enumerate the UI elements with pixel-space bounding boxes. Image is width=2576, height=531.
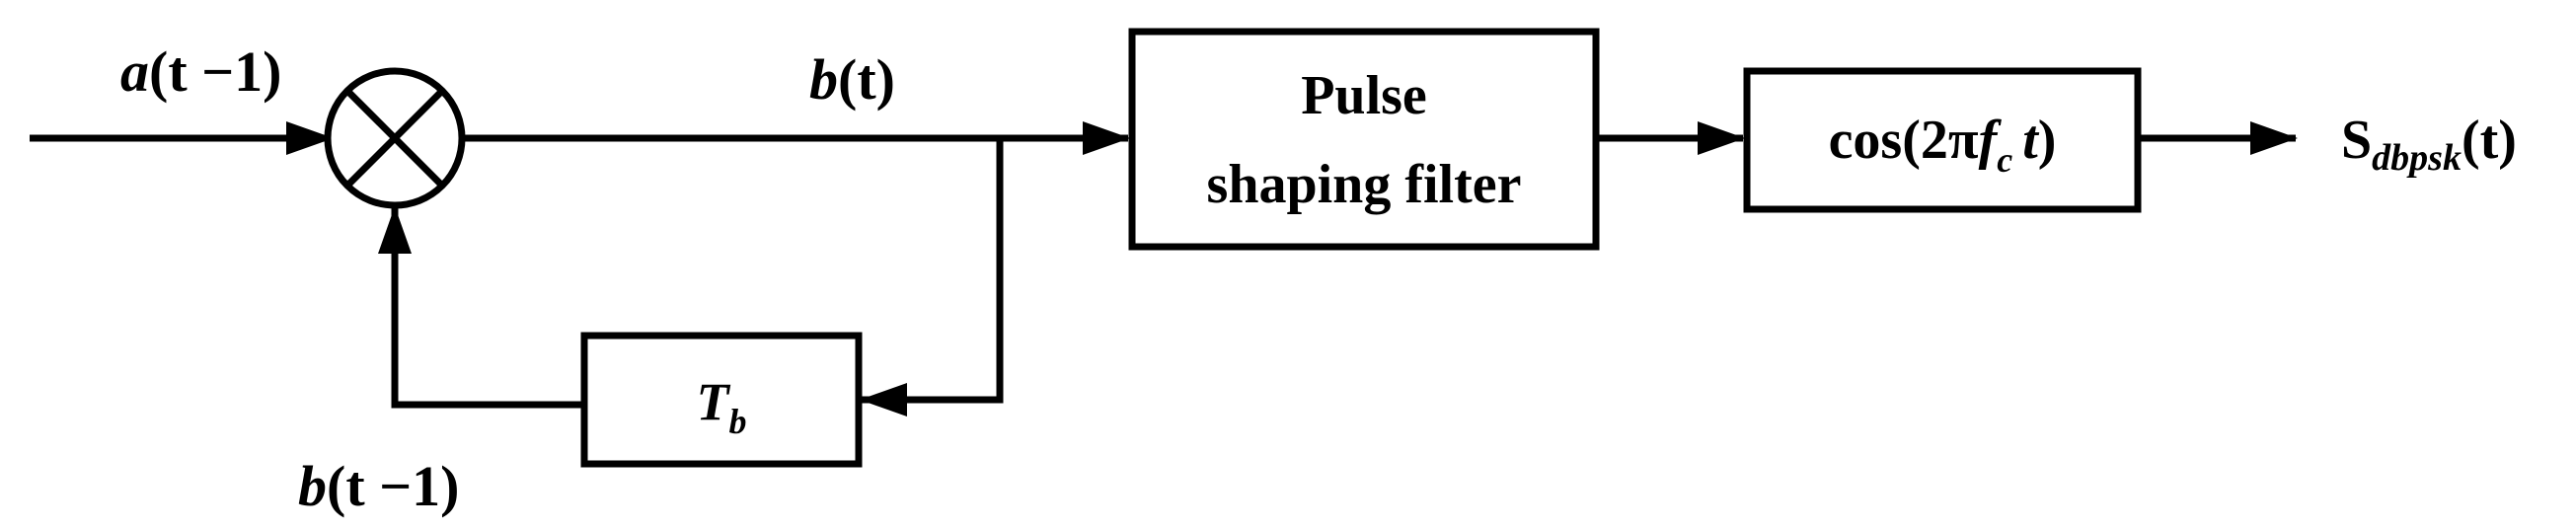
delay-block <box>580 332 863 468</box>
pulse-shaping-filter-block <box>1128 28 1600 251</box>
multiplier-symbol <box>324 67 466 209</box>
pulse-filter-label-line2: shaping filter <box>1207 154 1522 215</box>
delay-block-label: Tb <box>697 372 747 441</box>
input-signal-label: a(t −1) <box>120 39 282 104</box>
output-signal-label: Sdbpsk(t) <box>2341 110 2517 179</box>
mixer-output-label: b(t) <box>809 47 895 112</box>
pulse-filter-label-line1: Pulse <box>1301 65 1427 126</box>
feedback-return-line <box>378 206 584 409</box>
feedback-branch-line <box>860 138 1004 417</box>
feedback-signal-label: b(t −1) <box>298 454 460 518</box>
